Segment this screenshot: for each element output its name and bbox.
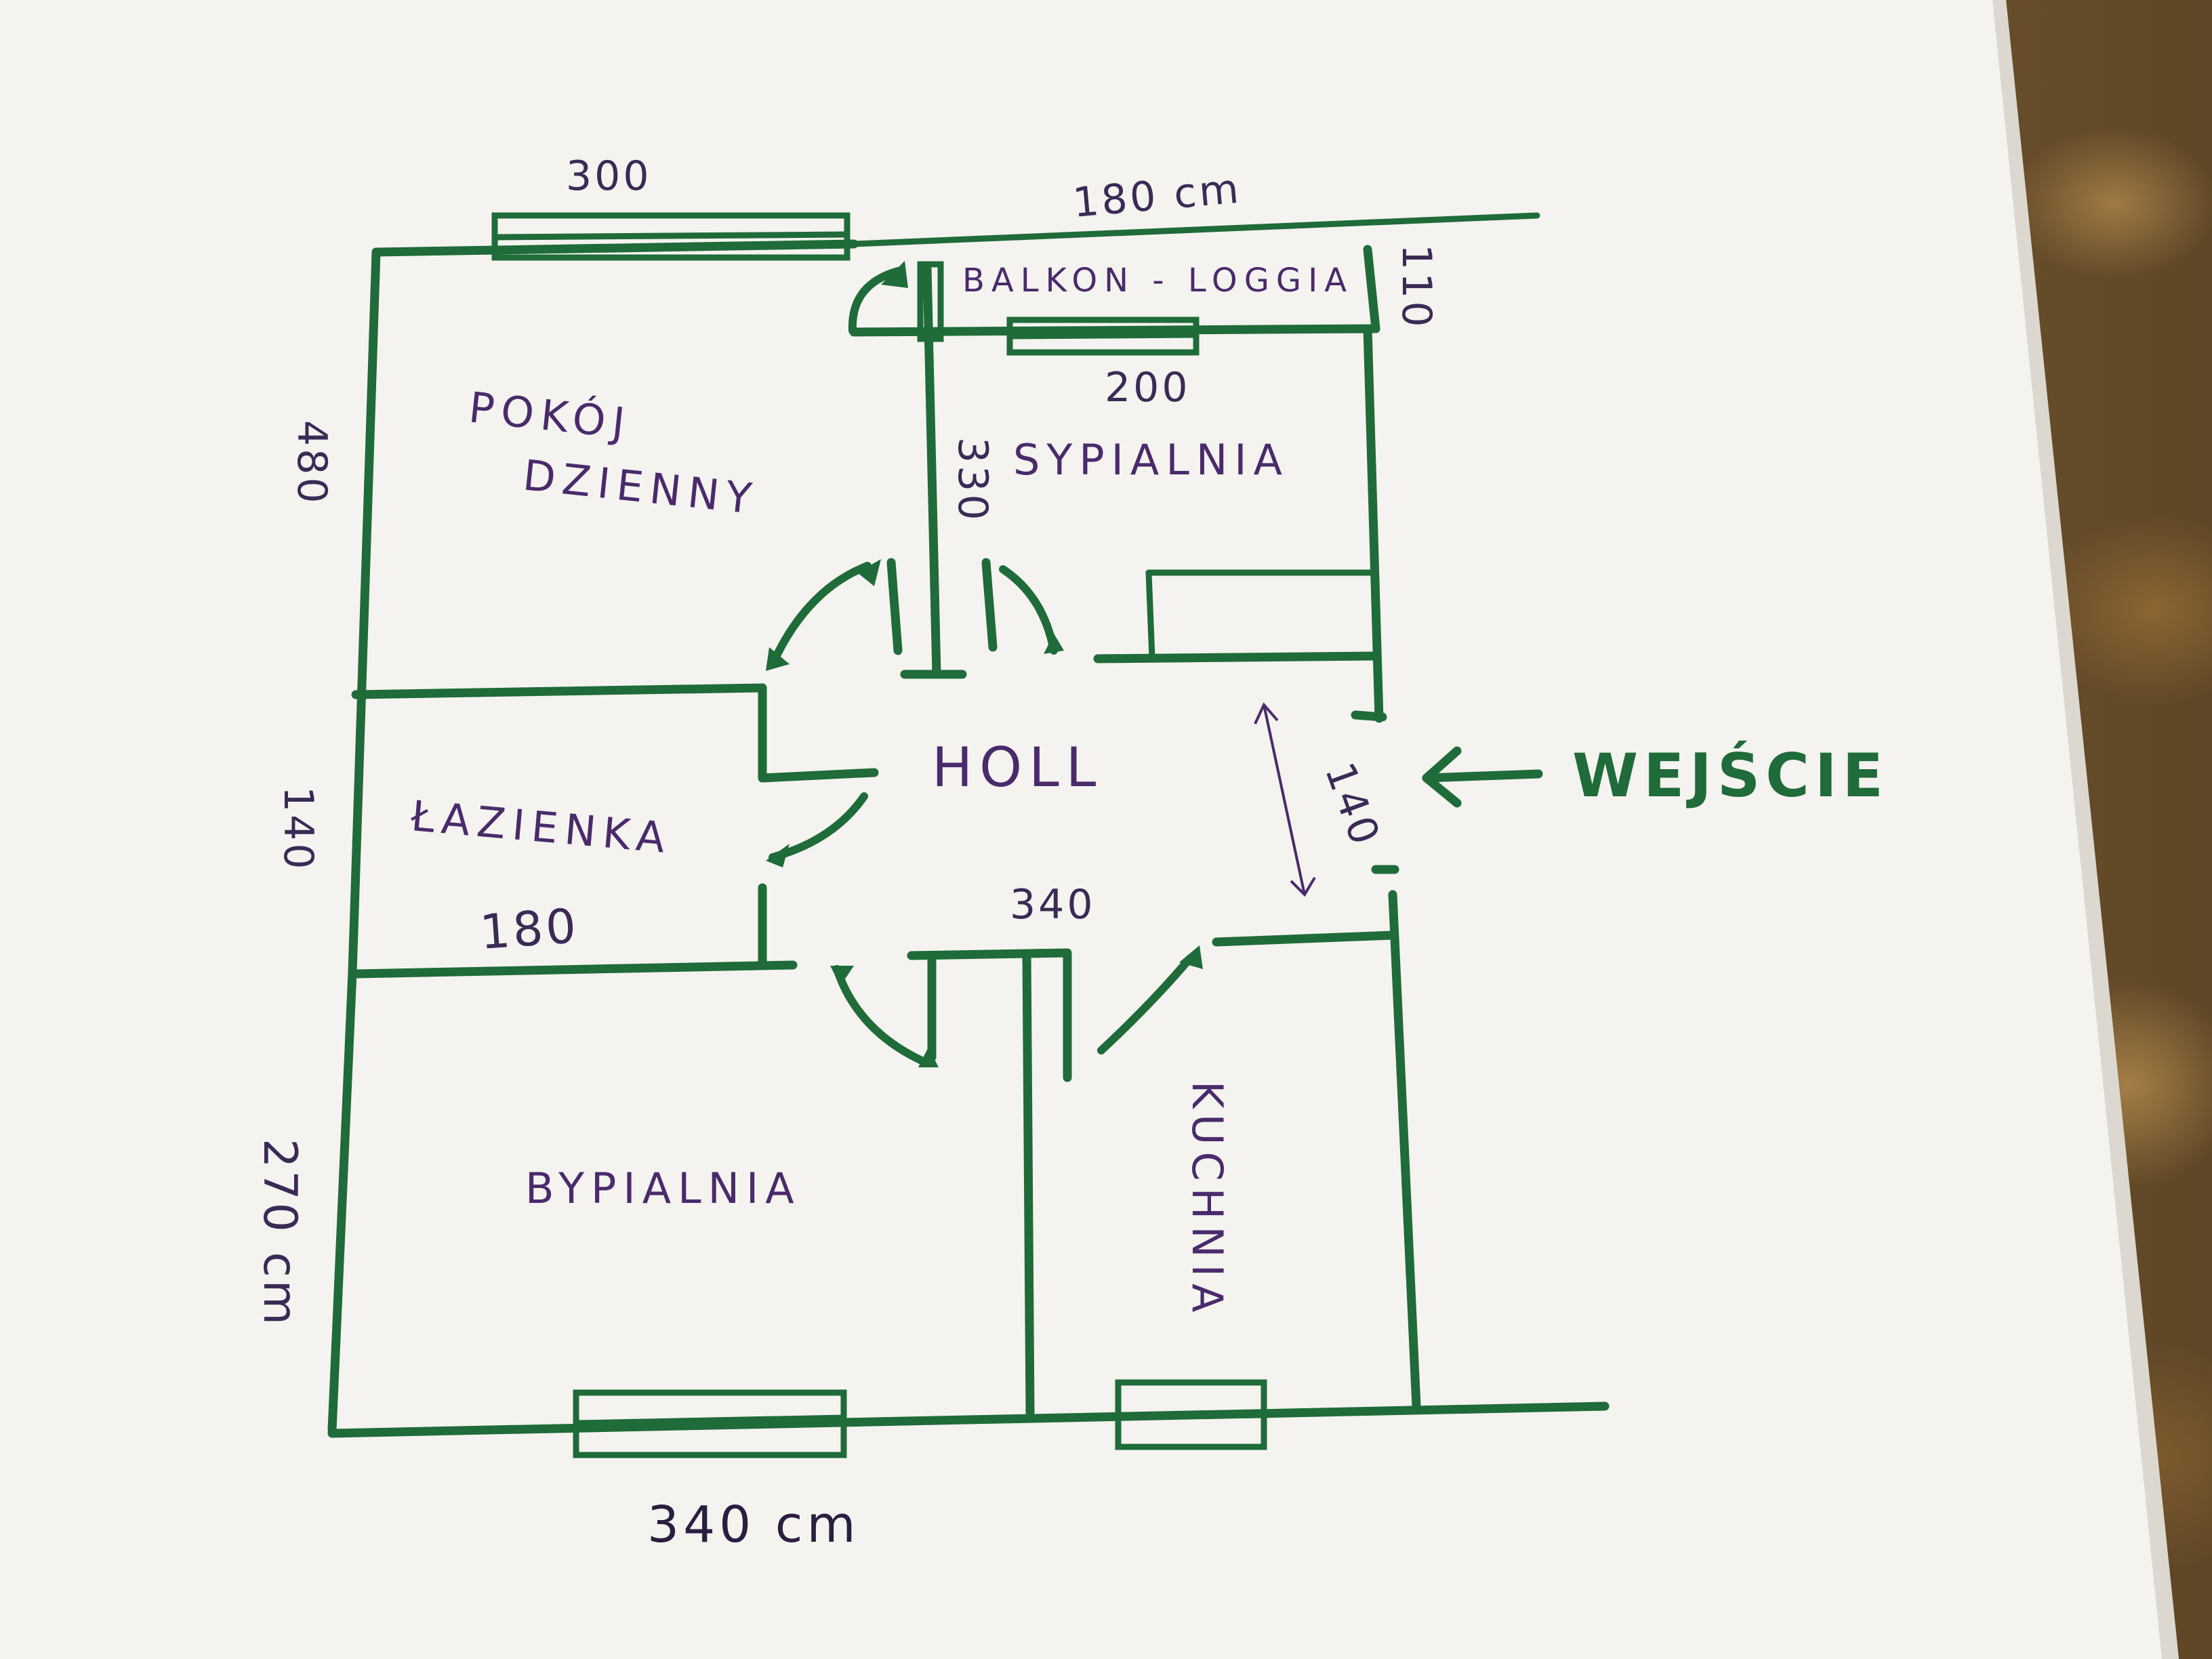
dim-bedroom-bottom-height: 270 cm [253,1139,306,1328]
wall-left-upper [348,247,381,977]
wall-left-lower [327,968,357,1435]
windows [491,212,1267,1458]
room-kitchen: KUCHNIA [1183,1081,1232,1319]
dim-bottom-width: 340 cm [647,1496,860,1554]
window-balcony-door [917,261,944,342]
wall-bathroom-top [351,683,767,699]
wall-kitchen-top [1212,930,1397,947]
door-arrowheads [766,261,1203,1067]
wall-hall-bottom [907,948,1072,960]
wall-bedroom-bottom [1093,651,1380,663]
wall-top [371,239,859,257]
wall-balcony-right [1363,245,1380,333]
paper-shadow [1992,0,2179,1659]
door-living-swing [769,562,872,668]
room-bedroom-top: SYPIALNIA [1013,435,1289,485]
wall-entry-top [1351,710,1387,722]
dimension-marks [1254,702,1543,897]
door-kitchen-swing [1097,955,1193,1054]
walls [327,212,1610,1438]
wall-bathroom-bottom [351,960,798,979]
wall-bedroom-door-right [981,558,998,652]
wall-bedroom-kitchen [1022,951,1035,1418]
dim-window-balcony: 200 [1105,364,1191,411]
wall-balcony-inner [849,324,1380,337]
dim-living-height: 480 [288,420,335,506]
dim-arrow-hall-depth [1263,704,1306,895]
room-hall: HOLL [932,736,1103,799]
dim-balcony-depth: 110 [1393,244,1440,330]
dim-window-top: 300 [566,152,652,200]
dim-hall-width: 340 [1010,881,1096,928]
wall-bottom [327,1401,1610,1438]
closet-left [1145,569,1155,661]
wall-right-kitchen [1388,890,1421,1411]
dim-bedroom-top-height: 330 [949,437,996,523]
room-bedroom-bottom: BYPIALNIA [525,1164,801,1213]
door-balcony-swing [848,267,902,335]
labels: POKÓJ DZIENNY BALKON - LOGGIA SYPIALNIA … [253,152,1889,1554]
entry-arrow-head [1422,746,1462,808]
door-bedroom-top-swing [999,565,1058,655]
room-balcony: BALKON - LOGGIA [962,262,1353,300]
door-bedroom-bottom-swing [833,965,926,1065]
dim-bathroom-width: 180 [478,898,580,960]
wall-bathroom-door-stub [758,768,879,783]
entry-arrow-shaft [1422,769,1543,783]
wall-top-balcony [851,212,1540,247]
dim-bathroom-height: 140 [274,786,322,872]
entry-label: WEJŚCIE [1572,741,1889,811]
